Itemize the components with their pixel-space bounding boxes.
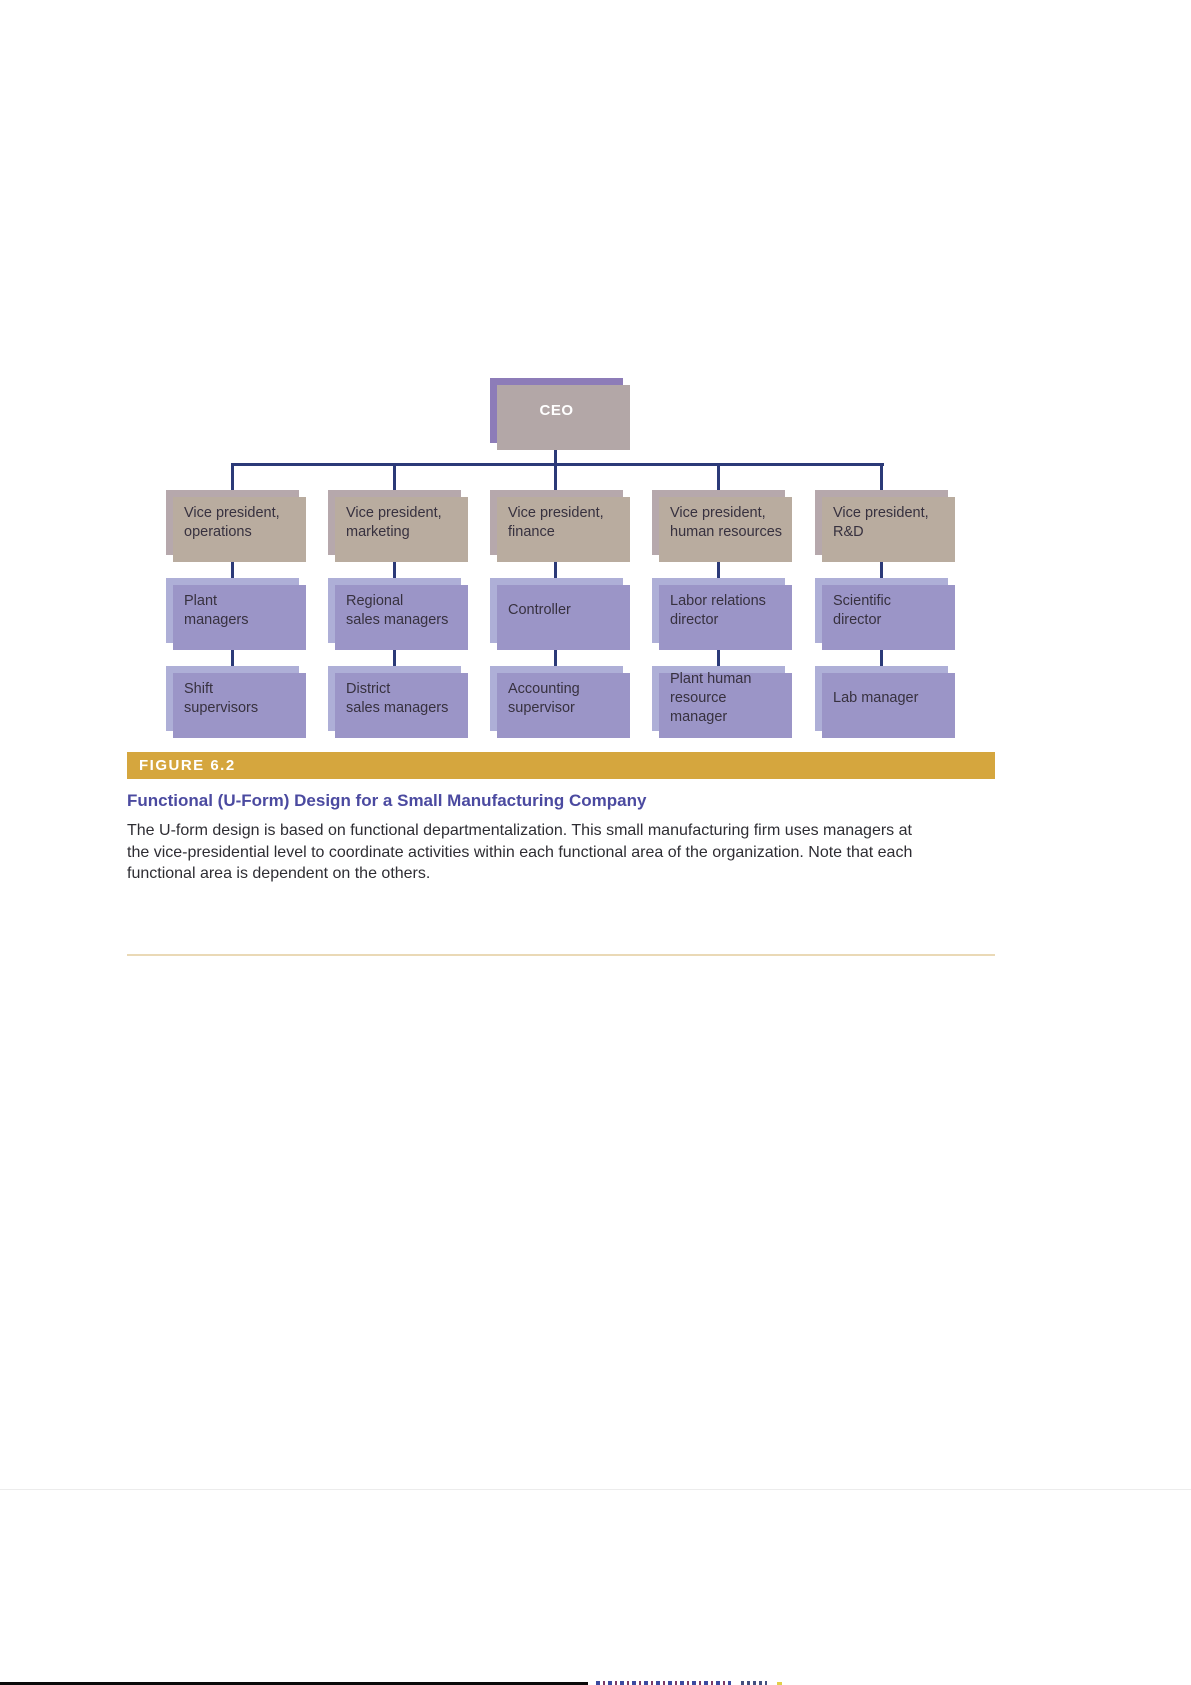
connector-line (880, 463, 883, 492)
org-box-label: Vice president, finance (508, 504, 604, 540)
caption-divider (127, 954, 995, 956)
org-box-label: Shift supervisors (184, 680, 259, 716)
clipped-rule-fragment (0, 1682, 588, 1685)
org-box-vp-marketing: Vice president, marketing (328, 490, 468, 562)
org-box-plant-managers: Plant managers (166, 578, 306, 650)
org-box-label: Plant managers (184, 592, 249, 628)
figure-label: FIGURE 6.2 (139, 757, 236, 774)
org-box-label: Accounting supervisor (508, 680, 580, 716)
org-box-label: CEO (539, 402, 574, 419)
org-box-vp-finance: Vice president, finance (490, 490, 630, 562)
org-box-label: Vice president, marketing (346, 504, 442, 540)
org-box-accounting-supervisor: Accounting supervisor (490, 666, 630, 738)
connector-line (393, 639, 396, 669)
org-box-plant-human-resource-manager: Plant human resource manager (652, 666, 792, 738)
connector-line (880, 639, 883, 669)
figure-title: Functional (U-Form) Design for a Small M… (127, 791, 647, 810)
org-box-label: Controller (508, 602, 571, 618)
org-box-label: Plant human resource manager (670, 671, 752, 725)
org-box-district-sales-managers: District sales managers (328, 666, 468, 738)
connector-line (717, 551, 720, 581)
org-box-labor-relations-director: Labor relations director (652, 578, 792, 650)
org-box-regional-sales-managers: Regional sales managers (328, 578, 468, 650)
org-box-label: Lab manager (833, 690, 919, 706)
org-box-label: Regional sales managers (346, 592, 449, 628)
figure-caption: The U-form design is based on functional… (127, 822, 913, 882)
org-box-label: Vice president, operations (184, 504, 280, 540)
clipped-text-fragment (596, 1681, 731, 1685)
clipped-text-fragment (741, 1681, 767, 1685)
org-box-vp-rd: Vice president, R&D (815, 490, 955, 562)
org-box-label: Vice president, R&D (833, 504, 929, 540)
connector-line (554, 551, 557, 581)
connector-line (231, 551, 234, 581)
figure-label-bar: FIGURE 6.2 (127, 752, 995, 779)
org-box-label: District sales managers (346, 680, 449, 716)
org-box-lab-manager: Lab manager (815, 666, 955, 738)
connector-line (231, 463, 884, 466)
connector-line (717, 463, 720, 492)
org-box-vp-human-resources: Vice president, human resources (652, 490, 792, 562)
connector-line (231, 639, 234, 669)
connector-line (717, 639, 720, 669)
org-box-label: Scientific director (833, 592, 892, 628)
connector-line (880, 551, 883, 581)
clipped-text-fragment (777, 1682, 782, 1685)
connector-line (393, 463, 396, 492)
connector-line (231, 463, 234, 492)
org-box-ceo: CEO (490, 378, 630, 450)
connector-line (393, 551, 396, 581)
connector-line (554, 441, 557, 492)
org-box-scientific-director: Scientific director (815, 578, 955, 650)
org-box-vp-operations: Vice president, operations (166, 490, 306, 562)
connector-line (554, 639, 557, 669)
org-box-controller: Controller (490, 578, 630, 650)
org-chart: CEO Vice president, operations Vice pres… (0, 0, 1191, 760)
org-box-shift-supervisors: Shift supervisors (166, 666, 306, 738)
org-box-label: Vice president, human resources (670, 504, 783, 540)
page-divider (0, 1489, 1191, 1490)
org-box-label: Labor relations director (670, 592, 766, 628)
